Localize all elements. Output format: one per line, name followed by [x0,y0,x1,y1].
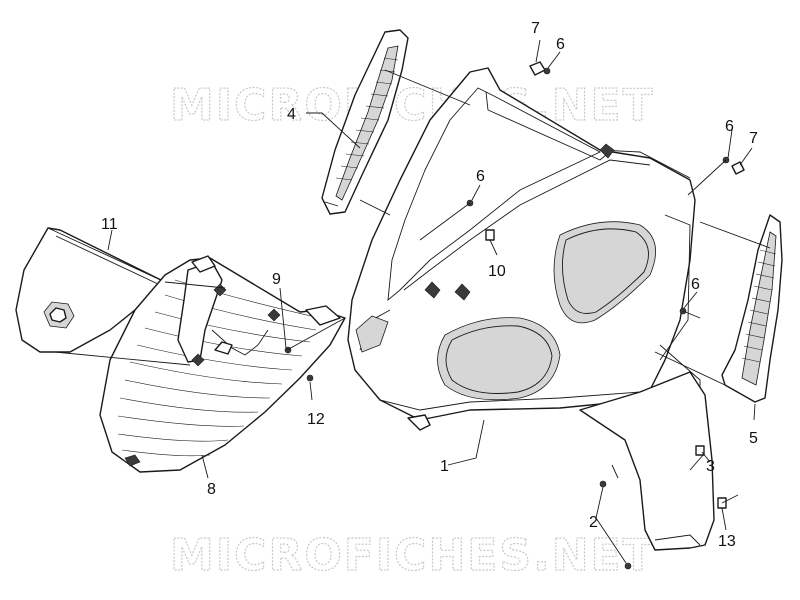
part-8-front-grille [99,255,346,473]
callout-12: 12 [307,411,325,428]
callout-7-top: 7 [531,20,540,37]
callout-6-right-top: 6 [725,118,734,135]
callout-3: 3 [706,458,715,475]
callout-5: 5 [749,430,758,447]
leader-lines [54,39,771,564]
screw-12 [306,374,314,382]
clip-10 [485,229,495,241]
part-lower-fairing [579,371,715,551]
screw-2-lower [624,562,632,570]
part-5-right-vent-strip [721,214,783,403]
part-1-front-shield [347,67,701,431]
watermark-bottom: MICROFICHES.NET [170,530,655,581]
callout-6-center: 6 [476,168,485,185]
callout-labels: 1 2 3 4 5 6 6 6 6 7 7 8 9 10 11 12 13 [101,20,758,550]
part-11-badge-cover [15,227,166,353]
callout-8: 8 [207,481,216,498]
callout-11: 11 [101,216,118,233]
callout-6-right: 6 [691,276,700,293]
callout-2: 2 [589,514,598,531]
callout-1: 1 [440,458,449,475]
screw-6-top [543,67,551,75]
nut-7-top [529,61,546,76]
nut-7-right [731,161,745,175]
callout-7-right: 7 [749,130,758,147]
callout-13: 13 [718,533,736,550]
callout-4: 4 [287,106,296,123]
screw-2-upper [599,480,607,488]
callout-6-top: 6 [556,36,565,53]
clip-3 [695,445,705,456]
callout-10: 10 [488,263,506,280]
callout-9: 9 [272,271,281,288]
watermark-top: MICROFICHES.NET [170,80,655,131]
